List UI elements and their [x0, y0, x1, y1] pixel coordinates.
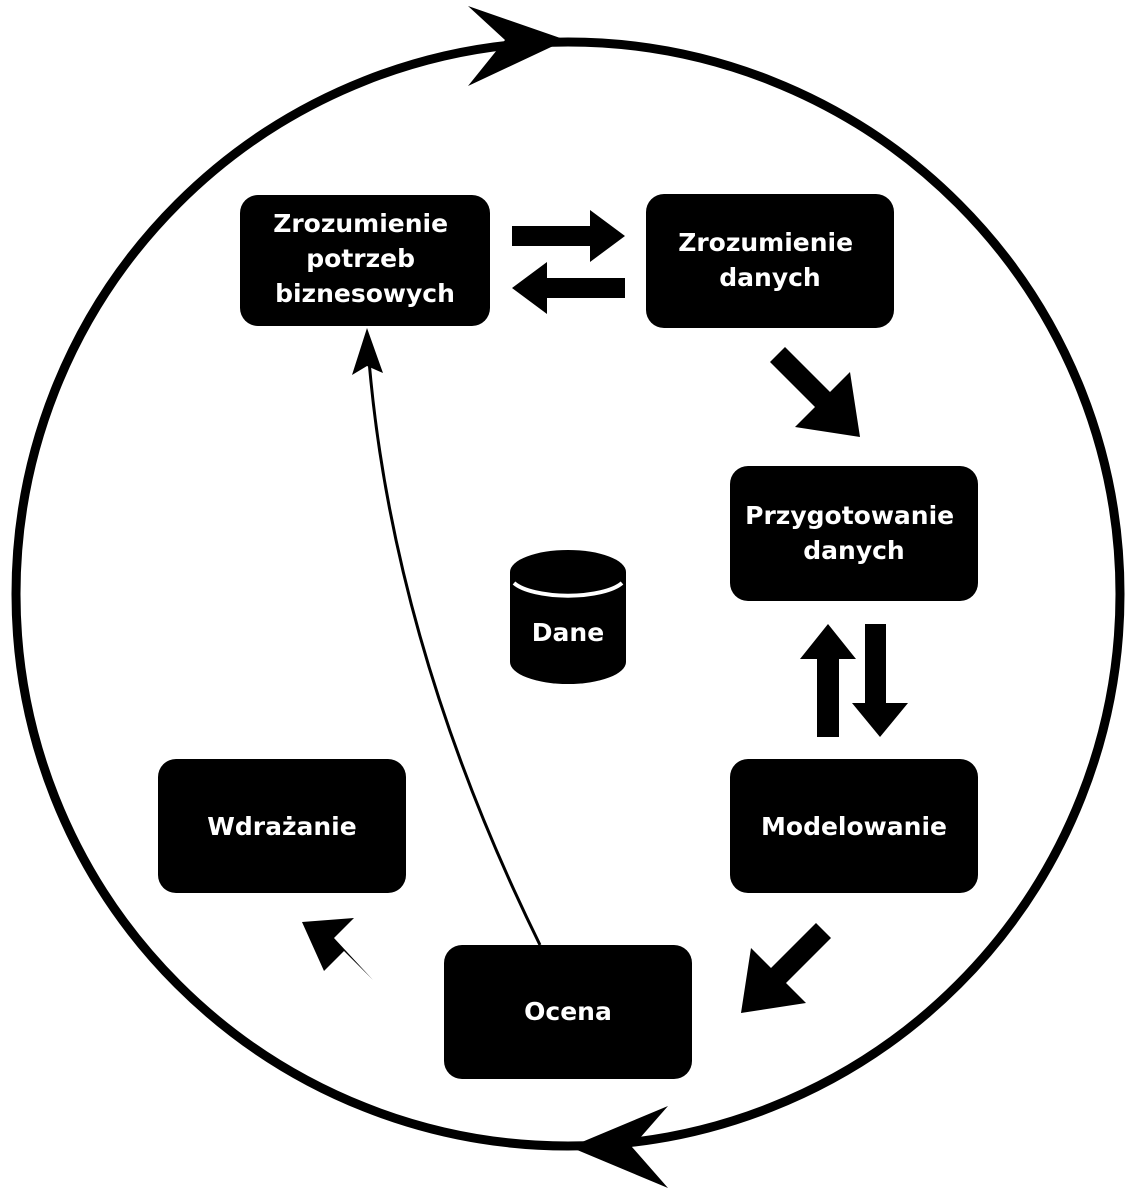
cylinder-rim: [512, 581, 624, 598]
arrow-left-data-to-business: [512, 262, 625, 314]
node-label: Zrozumienie danych: [678, 228, 862, 292]
outer-cycle-arrowhead-top: [468, 6, 566, 86]
node-label: Zrozumienie potrzeb biznesowych: [273, 209, 457, 308]
node-data-understanding: Zrozumienie danych: [646, 194, 894, 328]
outer-cycle-arrowhead-bottom: [570, 1106, 668, 1188]
arrow-data-understanding-to-preparation: [770, 347, 860, 437]
node-box: [646, 194, 894, 328]
node-box: [730, 466, 978, 601]
return-arrow-head: [352, 328, 383, 375]
outer-cycle: [11, 6, 1125, 1188]
data-store-cylinder: Dane: [510, 550, 626, 684]
return-arrow-line: [366, 347, 542, 946]
arrow-evaluation-to-deployment: [302, 918, 388, 995]
node-deployment: Wdrażanie: [158, 759, 406, 893]
node-box: [444, 945, 692, 1079]
arrow-modeling-to-evaluation: [741, 923, 831, 1013]
cylinder-top: [510, 550, 626, 594]
node-label: Ocena: [524, 997, 612, 1026]
node-box: [158, 759, 406, 893]
node-label: Modelowanie: [761, 812, 947, 841]
node-data-preparation: Przygotowanie danych: [730, 466, 978, 601]
node-label: Wdrażanie: [207, 812, 356, 841]
arrow-up-modeling-to-preparation: [800, 624, 856, 737]
arrows-business-data-understanding: [512, 210, 625, 314]
arrow-down-preparation-to-modeling: [852, 624, 908, 737]
data-store-label: Dane: [532, 618, 604, 647]
node-box: [240, 195, 490, 326]
node-evaluation: Ocena: [444, 945, 692, 1079]
node-label: Przygotowanie danych: [745, 501, 963, 565]
outer-cycle-ring: [11, 37, 1125, 1151]
arrow-evaluation-to-business: [352, 328, 542, 946]
node-business-understanding: Zrozumienie potrzeb biznesowych: [240, 195, 490, 326]
arrows-preparation-modeling: [800, 624, 908, 737]
cylinder-body: [510, 572, 626, 684]
node-box: [730, 759, 978, 893]
arrow-right-business-to-data: [512, 210, 625, 262]
node-modeling: Modelowanie: [730, 759, 978, 893]
